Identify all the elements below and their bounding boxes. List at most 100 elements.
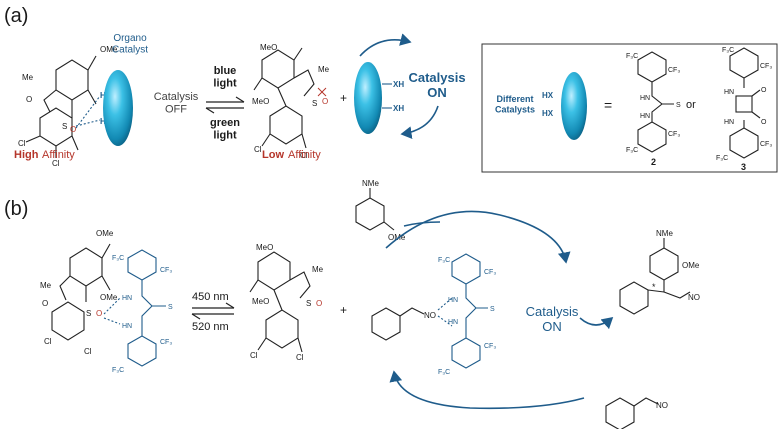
xh-top-label: XH <box>393 80 404 89</box>
low-affinity-rest: Affinity <box>288 149 321 161</box>
panel-a-label: (a) <box>4 5 28 27</box>
meo-b1: MeO <box>256 243 273 252</box>
ome-b2: OMe <box>100 293 118 302</box>
f3c-2b: F₃C <box>626 147 638 154</box>
s-2: S <box>676 102 681 109</box>
molecule-low-affinity <box>253 47 327 149</box>
line-line-2: ON <box>542 319 562 334</box>
hn-c2: HN <box>448 319 458 326</box>
cycle-arrow-top-a <box>359 33 412 57</box>
cf3-2b: CF₃ <box>668 131 680 138</box>
high-affinity-bold: High <box>14 149 39 161</box>
cycle-arrow-top-b <box>385 210 571 264</box>
nitrostyrene-bound <box>371 253 488 369</box>
bottom-no2: NO <box>656 401 668 410</box>
f3c-b2: F₃C <box>112 367 124 374</box>
f3c-3b: F₃C <box>716 155 728 162</box>
cl-label-4: Cl <box>300 151 308 160</box>
meo-b2: MeO <box>252 297 269 306</box>
box-or: or <box>686 99 696 111</box>
product-out-arrow <box>579 316 614 330</box>
squaramide-catalyst-3 <box>729 47 761 159</box>
me-label-2: Me <box>318 65 330 74</box>
catalysts-box <box>481 43 778 173</box>
aniline-substrate <box>355 188 395 231</box>
o-3b: O <box>761 119 767 126</box>
line-line-2: Catalyst <box>112 45 148 56</box>
cf3-c1: CF₃ <box>484 269 496 276</box>
o-minus-b2: O <box>316 299 322 308</box>
o-minus-label-2: O <box>322 97 328 106</box>
cycle-arrow-bottom-b <box>389 370 585 410</box>
xh-bottom-label: XH <box>393 104 404 113</box>
hn-c1: HN <box>448 297 458 304</box>
substrate-in-arrow <box>403 221 441 227</box>
line-line-2: ON <box>427 85 447 100</box>
f3c-c1: F₃C <box>438 257 450 264</box>
cf3-c2: CF₃ <box>484 343 496 350</box>
nm-450-label: 450 nm <box>192 291 229 303</box>
s-thio-b1: S <box>168 304 173 311</box>
equilibrium-arrows-b <box>191 302 235 320</box>
me-label: Me <box>22 73 34 82</box>
cl-b2: Cl <box>84 347 92 356</box>
cf3-b1: CF₃ <box>160 267 172 274</box>
product-nme2: NMe <box>656 229 673 238</box>
molecule-free-b <box>249 251 311 353</box>
plus-a: + <box>340 91 347 105</box>
box-catalyst-ellipse <box>561 72 587 140</box>
catalysis-off-text-line-2: OFF <box>165 104 187 116</box>
s-label-2: S <box>312 99 317 108</box>
box-hx-top: HX <box>542 91 554 100</box>
aniline-ome: OMe <box>388 233 406 242</box>
thiourea-catalyst-2 <box>637 51 674 153</box>
ome-label: OMe <box>100 45 118 54</box>
s-b2: S <box>306 299 311 308</box>
f3c-2a: F₃C <box>626 53 638 60</box>
stereo-star: * <box>652 282 656 292</box>
ome-b1: OMe <box>96 229 114 238</box>
f3c-c2: F₃C <box>438 369 450 376</box>
meo-label-1: MeO <box>260 43 277 52</box>
line-line-2: light <box>213 130 237 142</box>
catalysis-off-text: Catalysis <box>154 91 199 103</box>
catalyst-3-label: 3 <box>741 162 746 172</box>
cf3-3a: CF₃ <box>760 63 772 70</box>
cl-b1: Cl <box>44 337 52 346</box>
cycle-arrow-bottom-a <box>400 105 439 139</box>
cl-b3: Cl <box>250 351 258 360</box>
molecule-high-affinity <box>25 55 101 158</box>
equilibrium-arrows-a <box>205 96 245 114</box>
high-affinity-rest: Affinity <box>42 149 75 161</box>
hn-b2: HN <box>122 323 132 330</box>
line-line-2: light <box>213 78 237 90</box>
box-hx-bottom: HX <box>542 109 554 118</box>
box-equals: = <box>604 97 612 113</box>
hn-b1: HN <box>122 295 132 302</box>
hn-3a: HN <box>724 89 734 96</box>
cl-label-1: Cl <box>18 139 26 148</box>
product-ome: OMe <box>682 261 700 270</box>
plus-b: + <box>340 303 347 317</box>
s-label: S <box>62 122 67 131</box>
low-affinity-bold: Low <box>262 149 284 161</box>
hn-2a: HN <box>640 95 650 102</box>
product-molecule <box>619 238 691 315</box>
nm-520-label: 520 nm <box>192 321 229 333</box>
catalyst-2-label: 2 <box>651 157 656 167</box>
cf3-3b: CF₃ <box>760 141 772 148</box>
panel-b-label: (b) <box>4 198 28 220</box>
free-catalyst-ellipse <box>354 62 382 134</box>
me-b2: Me <box>312 265 324 274</box>
o-minus-label: O <box>70 125 76 134</box>
cf3-2a: CF₃ <box>668 67 680 74</box>
hn-2b: HN <box>640 113 650 120</box>
f3c-b1: F₃C <box>112 255 124 262</box>
